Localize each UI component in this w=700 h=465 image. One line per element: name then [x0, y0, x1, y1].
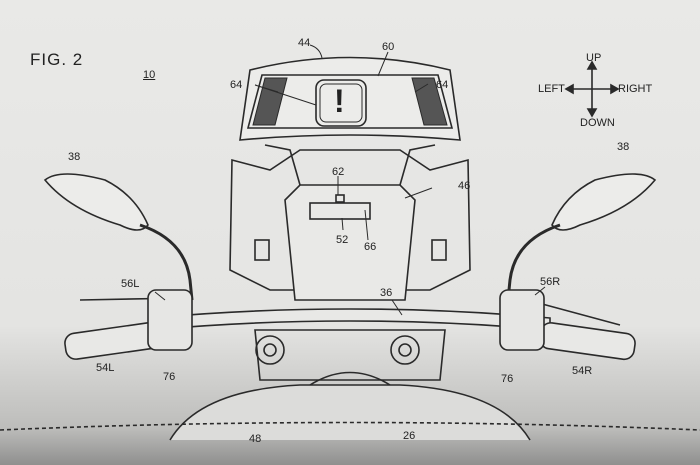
- warning-symbol: !: [334, 83, 345, 119]
- steering-stem: [254, 329, 446, 381]
- switch-right: [499, 289, 545, 351]
- grip-left: [64, 321, 161, 360]
- label-projector: 62: [332, 166, 345, 178]
- label-meter: 52: [336, 234, 349, 246]
- mirror-left: [43, 173, 149, 231]
- fuel-tank: [169, 384, 531, 441]
- handlebar: [149, 308, 551, 331]
- switch-left: [147, 289, 193, 351]
- direction-up: UP: [586, 52, 602, 64]
- label-windscreen: 44: [298, 37, 311, 49]
- figure-title: FIG. 2: [30, 50, 84, 69]
- direction-arrows-icon: [564, 60, 620, 118]
- label-switch-button-left: 76: [163, 371, 176, 383]
- indicator-bars-right: [411, 77, 448, 126]
- label-switch-left: 56L: [121, 278, 140, 290]
- label-indicator-left: 64: [230, 79, 243, 91]
- label-handlebar: 36: [380, 287, 393, 299]
- display-panel: [246, 74, 454, 129]
- assembly-ref: 10: [143, 69, 156, 81]
- label-grip-right: 54R: [572, 365, 593, 377]
- warning-frame: [315, 79, 367, 127]
- label-cowl: 46: [458, 180, 471, 192]
- meter: [309, 202, 371, 220]
- projector: [335, 194, 345, 203]
- label-grip-left: 54L: [96, 362, 115, 374]
- label-switch-right: 56R: [540, 276, 561, 288]
- label-reflector: 66: [364, 241, 377, 253]
- grip-right: [539, 322, 636, 361]
- indicator-bars-left: [252, 77, 288, 126]
- direction-down: DOWN: [580, 117, 615, 129]
- label-mirror-left: 38: [68, 151, 81, 163]
- label-fuel-tank: 48: [249, 433, 262, 445]
- windscreen: [239, 56, 461, 141]
- label-steering-stem: 26: [403, 430, 416, 442]
- label-display: 60: [382, 41, 395, 53]
- mirror-right: [551, 173, 657, 231]
- label-indicator-right: 64: [436, 79, 449, 91]
- label-switch-button-right: 76: [501, 373, 514, 385]
- direction-left: LEFT: [538, 83, 565, 95]
- label-mirror-right: 38: [617, 141, 630, 153]
- direction-right: RIGHT: [618, 83, 653, 95]
